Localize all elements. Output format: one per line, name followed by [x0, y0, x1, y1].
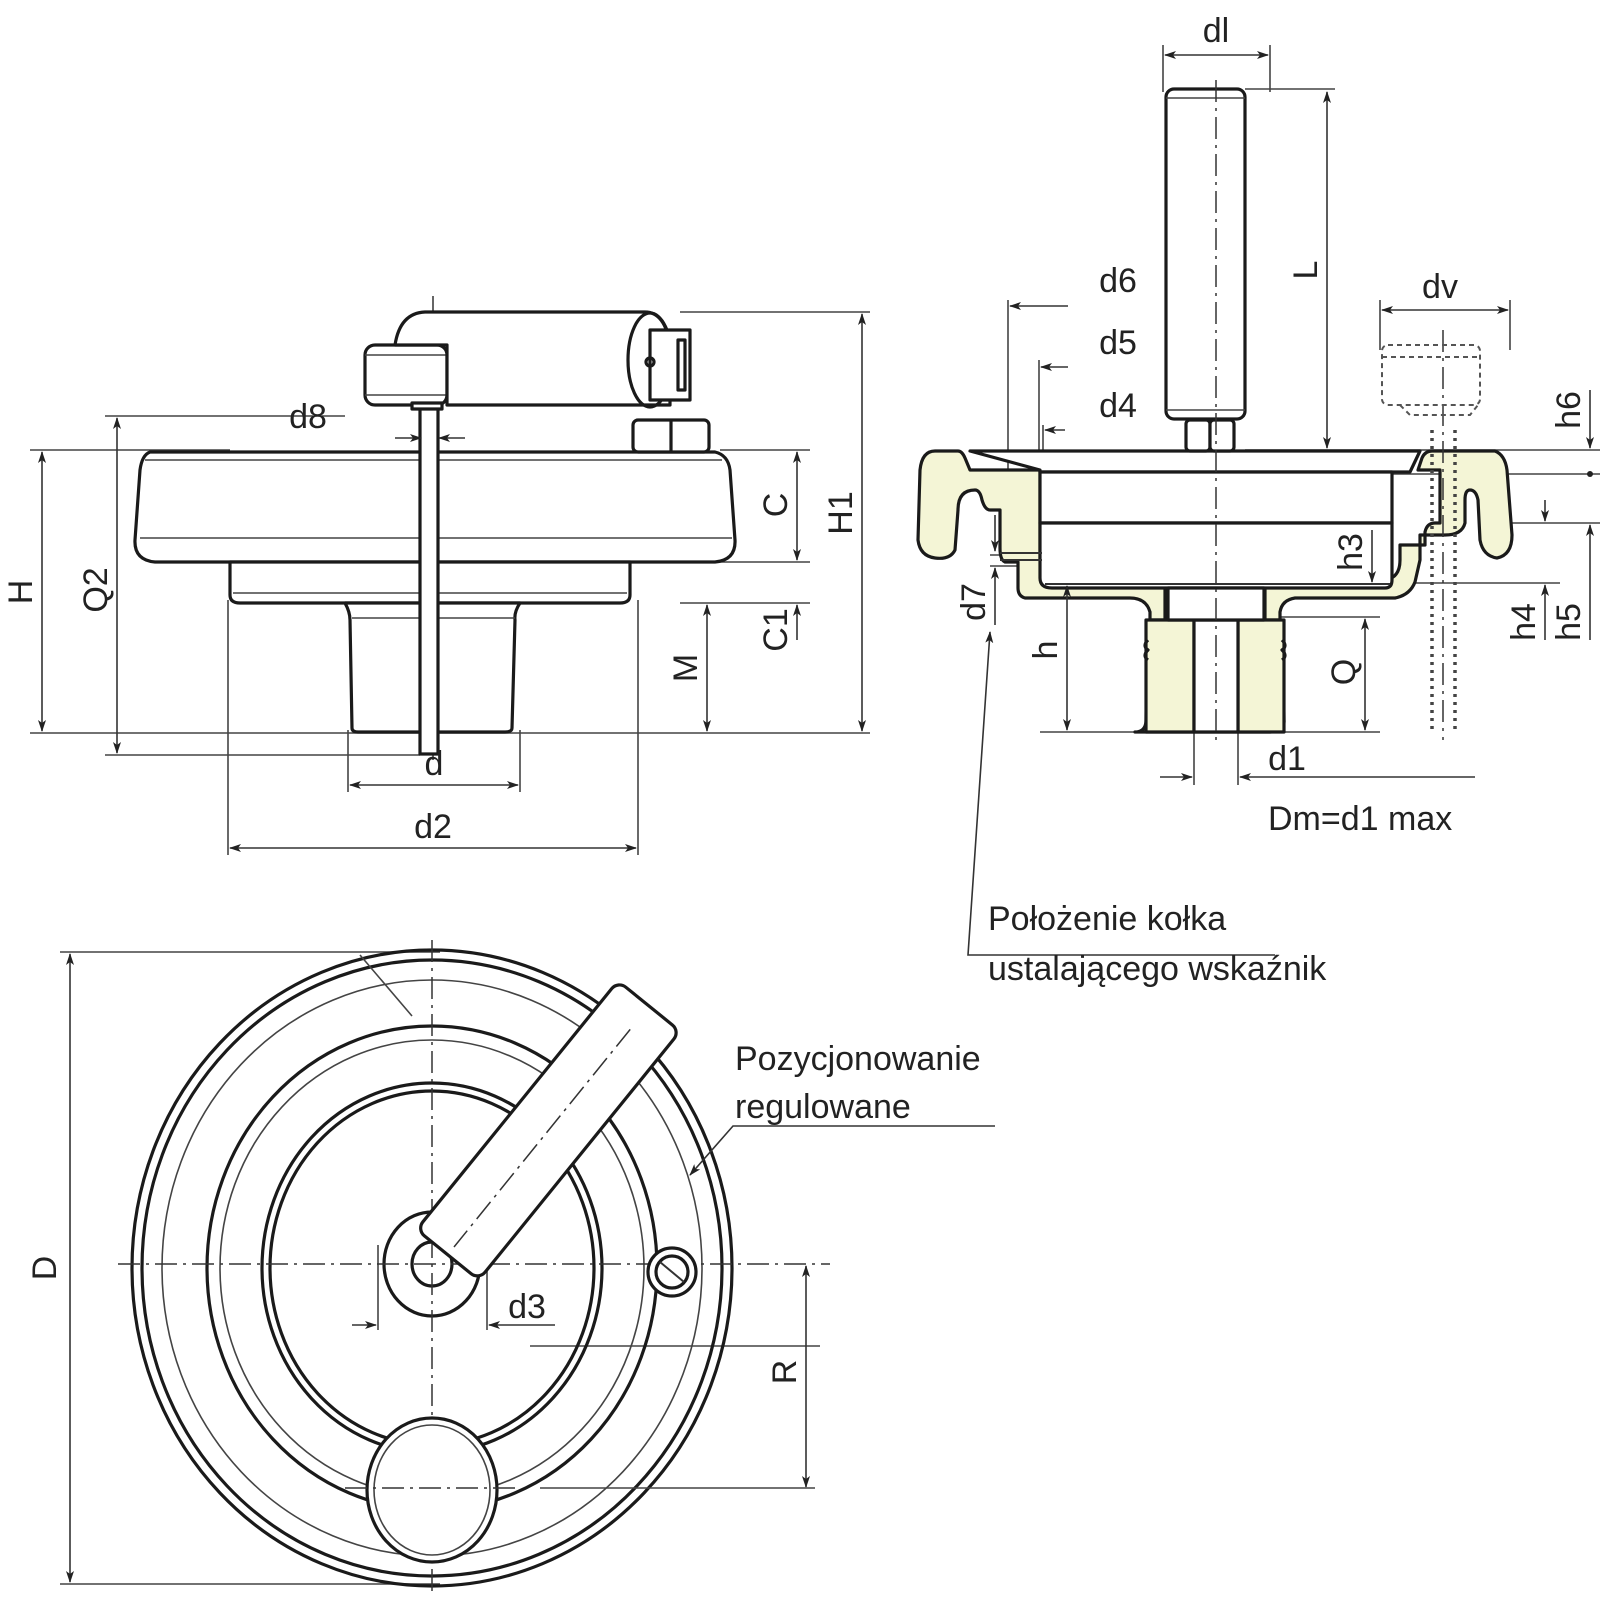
handle-axis-ext [359, 954, 413, 1017]
label-d8: d8 [289, 398, 327, 436]
label-h5: h5 [1550, 603, 1588, 641]
label-L: L [1287, 261, 1325, 280]
spinner-knob [365, 1416, 499, 1564]
label-M: M [667, 654, 705, 682]
label-d: d [425, 745, 444, 783]
lever-nut-left [1184, 418, 1212, 453]
label-dl: dl [1203, 12, 1229, 50]
plunger-knob [363, 343, 449, 407]
label-h4: h4 [1505, 603, 1543, 641]
handle-centerline [453, 1028, 631, 1248]
screw-slot [659, 1261, 685, 1283]
label-H: H [2, 580, 40, 605]
label-d1: d1 [1268, 740, 1306, 778]
plunger-knob-phantom [1381, 344, 1481, 406]
knob-washer [410, 401, 444, 411]
leader-position [689, 1125, 995, 1176]
label-d7: d7 [955, 583, 993, 621]
label-d2: d2 [414, 808, 452, 846]
top-view: D d3 R Pozycjonowanie regulowane [26, 940, 995, 1595]
insert-right [1236, 618, 1286, 734]
thread-right [1280, 638, 1287, 662]
handle-cap [648, 328, 692, 402]
insert-left [1144, 618, 1196, 734]
note-pin-line1: Położenie kołka [988, 900, 1226, 938]
section-view: dl L d6 d5 d4 dv h6 h5 h4 h3 h Q d7 d1 D… [916, 12, 1600, 988]
note-pin-line2: ustalającego wskaźnik [988, 950, 1327, 988]
label-C: C [757, 493, 795, 518]
label-d5: d5 [1099, 324, 1137, 362]
leader-pin [967, 631, 1275, 956]
side-view: d8 H Q2 C C1 M H1 d d2 [2, 296, 870, 855]
label-D: D [26, 1256, 64, 1281]
label-h: h [1027, 641, 1065, 660]
top-surface [968, 449, 1422, 474]
diagonal-handle [419, 983, 678, 1278]
label-H1: H1 [822, 491, 860, 534]
spinner-knob-edge [373, 1424, 491, 1556]
h6-dot [1587, 471, 1593, 477]
thread-left [1143, 638, 1150, 662]
label-C1: C1 [757, 608, 795, 651]
label-h6: h6 [1550, 391, 1588, 429]
note-dm: Dm=d1 max [1268, 800, 1452, 838]
label-R: R [766, 1360, 804, 1385]
handle-cap-slot [676, 338, 687, 392]
note-position-line1: Pozycjonowanie [735, 1040, 981, 1078]
label-d4: d4 [1099, 387, 1137, 425]
phantom-collar [1399, 404, 1479, 416]
plunger-pin [418, 406, 440, 756]
hub-recess-lower [1038, 521, 1394, 590]
screw-inner [654, 1254, 690, 1290]
label-d3: d3 [508, 1288, 546, 1326]
lever-handle [1164, 87, 1247, 421]
label-dv: dv [1422, 268, 1458, 306]
handle-screw [644, 356, 656, 368]
label-Q: Q [1325, 659, 1363, 685]
note-position-line2: regulowane [735, 1088, 911, 1126]
label-d6: d6 [1099, 262, 1137, 300]
lever-nut-right [1208, 418, 1236, 453]
label-h3: h3 [1332, 533, 1370, 571]
label-Q2: Q2 [77, 567, 115, 612]
